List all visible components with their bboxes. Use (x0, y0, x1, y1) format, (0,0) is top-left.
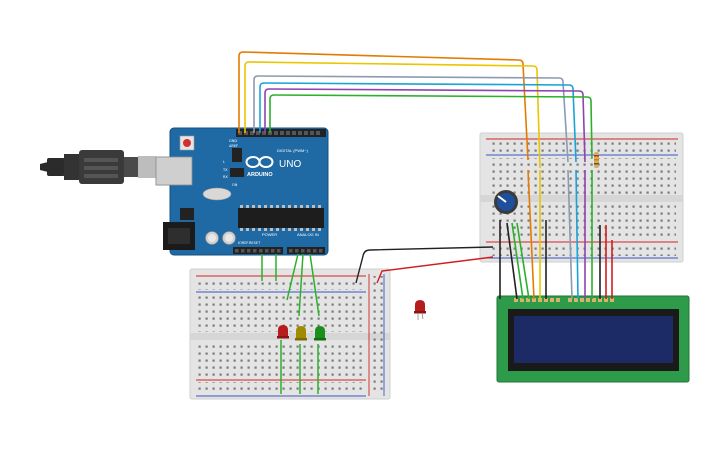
wire-black (355, 246, 494, 284)
analog-header-label: ANALOG IN (297, 232, 319, 237)
led-icon (277, 325, 289, 339)
analog-wires (261, 253, 320, 394)
brand-label: ARDUINO (247, 172, 273, 178)
wire-purple (264, 88, 586, 163)
resistor-icon (594, 152, 599, 168)
l-label: L (223, 160, 225, 164)
rx-label: RX (223, 175, 228, 179)
potentiometer-icon[interactable] (494, 190, 518, 214)
lcd-wires (499, 169, 613, 300)
breadboard-bottom (189, 268, 391, 400)
on-label: ON (232, 183, 238, 187)
digital-wires (238, 51, 593, 169)
gnd-label: GND (229, 139, 237, 143)
microcontroller-chip-icon (238, 205, 324, 231)
digital-header-label: DIGITAL (PWM~) (277, 148, 309, 153)
model-label: UNO (279, 159, 301, 170)
crystal-oscillator (202, 187, 232, 201)
arduino-uno-board: AREF GND DIGITAL (PWM~) TX RX L ON ARDUI… (155, 127, 329, 256)
wire-black (506, 222, 518, 300)
usb-port (155, 156, 193, 186)
tx-label: TX (222, 168, 228, 172)
reset-label: RESET (249, 241, 261, 245)
infinity-logo-icon (245, 156, 274, 168)
regulator-chip (180, 208, 194, 220)
power-header-label: POWER (262, 232, 277, 237)
wire-cyan (259, 82, 577, 163)
power-wires (355, 246, 494, 284)
power-header (233, 247, 283, 254)
analog-header (287, 247, 325, 254)
wire-yellow (244, 61, 541, 169)
wire-red (376, 256, 494, 284)
wire-green (269, 94, 593, 159)
aref-label: AREF (229, 144, 238, 148)
wire-gray (253, 75, 569, 163)
wire-orange (238, 51, 529, 161)
led-icon (295, 326, 307, 341)
led-icon (414, 300, 426, 320)
led-icon (314, 326, 326, 341)
ioref-label: IOREF (238, 241, 248, 245)
reset-button-icon[interactable] (179, 135, 195, 151)
lcd-display-icon (496, 295, 690, 383)
